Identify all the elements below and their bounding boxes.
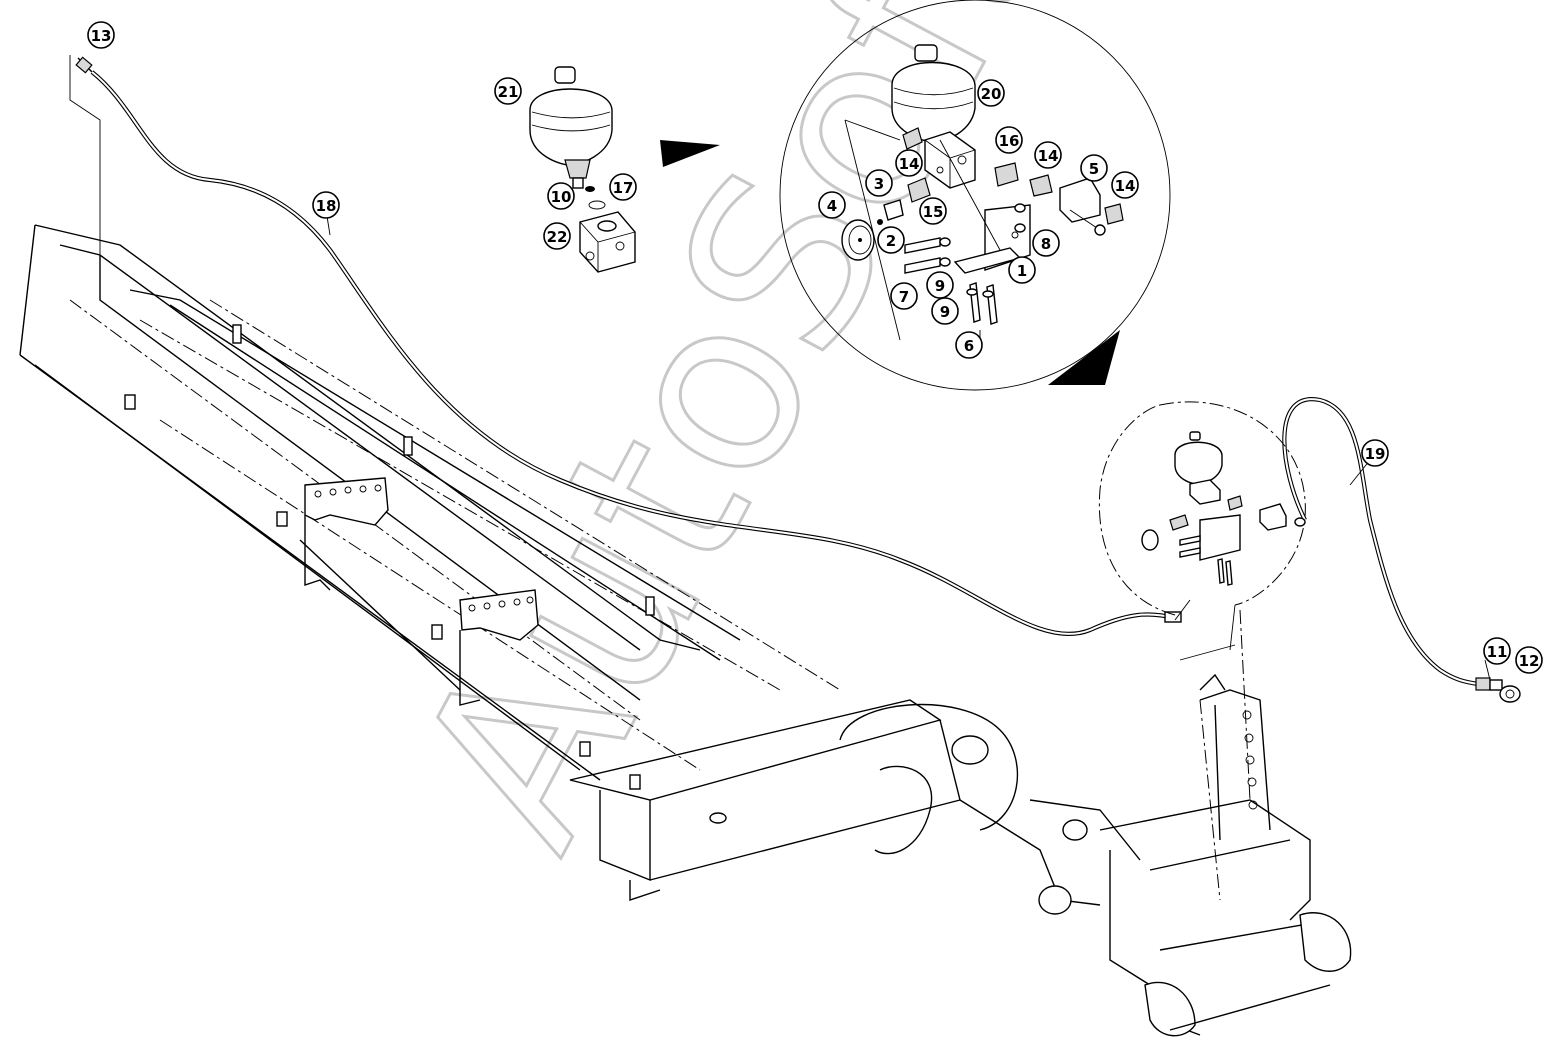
callout-circle xyxy=(995,126,1023,154)
callout-14: 14 xyxy=(895,149,923,177)
callout-circle xyxy=(547,182,575,210)
callout-14: 14 xyxy=(1034,141,1062,169)
callout-circle xyxy=(877,226,905,254)
callout-circle xyxy=(1008,256,1036,284)
callout-number: 12 xyxy=(1519,652,1540,670)
callout-circle xyxy=(1034,141,1062,169)
callout-circle xyxy=(977,79,1005,107)
callout-number: 9 xyxy=(940,303,950,321)
callout-number: 3 xyxy=(874,175,884,193)
callout-number: 20 xyxy=(981,85,1002,103)
callout-17: 17 xyxy=(609,173,637,201)
callout-circle xyxy=(1080,154,1108,182)
callout-number: 13 xyxy=(91,27,112,45)
callout-circle xyxy=(1361,439,1389,467)
callout-circle xyxy=(312,191,340,219)
callout-20: 20 xyxy=(977,79,1005,107)
callout-2: 2 xyxy=(877,226,905,254)
callout-6: 6 xyxy=(955,331,983,359)
callout-number: 21 xyxy=(498,83,519,101)
callout-number: 7 xyxy=(899,288,909,306)
callout-10: 10 xyxy=(547,182,575,210)
callout-5: 5 xyxy=(1080,154,1108,182)
callout-circle xyxy=(609,173,637,201)
callout-1: 1 xyxy=(1008,256,1036,284)
callout-number: 1 xyxy=(1017,262,1027,280)
callout-number: 11 xyxy=(1487,643,1508,661)
callout-circle xyxy=(818,191,846,219)
callout-9: 9 xyxy=(931,297,959,325)
callout-number: 10 xyxy=(551,188,572,206)
callout-circle xyxy=(919,197,947,225)
callout-number: 5 xyxy=(1089,160,1099,178)
callout-circle xyxy=(1111,171,1139,199)
callout-circle xyxy=(494,77,522,105)
callout-circle xyxy=(543,222,571,250)
callout-number: 14 xyxy=(1038,147,1059,165)
callout-16: 16 xyxy=(995,126,1023,154)
leader-lines xyxy=(69,55,1491,681)
callout-8: 8 xyxy=(1032,229,1060,257)
callout-number: 6 xyxy=(964,337,974,355)
callout-number: 14 xyxy=(899,155,920,173)
callout-19: 19 xyxy=(1361,439,1389,467)
callout-circle xyxy=(955,331,983,359)
callout-number: 19 xyxy=(1365,445,1386,463)
callout-number: 2 xyxy=(886,232,896,250)
callout-circle xyxy=(1032,229,1060,257)
callout-3: 3 xyxy=(865,169,893,197)
detail-view xyxy=(779,0,1171,391)
hose-19 xyxy=(1282,397,1521,703)
callout-circle xyxy=(931,297,959,325)
callout-circle xyxy=(1515,646,1543,674)
callout-number: 8 xyxy=(1041,235,1051,253)
callout-13: 13 xyxy=(87,21,115,49)
callout-circle xyxy=(895,149,923,177)
callout-number: 22 xyxy=(547,228,568,246)
main-frame xyxy=(19,224,1352,1037)
callout-14: 14 xyxy=(1111,171,1139,199)
callout-circle xyxy=(87,21,115,49)
callout-15: 15 xyxy=(919,197,947,225)
callout-circle xyxy=(926,271,954,299)
callout-number: 4 xyxy=(827,197,837,215)
callout-number: 15 xyxy=(923,203,944,221)
callout-4: 4 xyxy=(818,191,846,219)
callout-number: 18 xyxy=(316,197,337,215)
callout-number: 16 xyxy=(999,132,1020,150)
callout-22: 22 xyxy=(543,222,571,250)
callout-number: 14 xyxy=(1115,177,1136,195)
hose-18 xyxy=(75,56,1182,637)
direction-arrow xyxy=(660,140,720,167)
callout-11: 11 xyxy=(1483,637,1511,665)
callout-circle xyxy=(1483,637,1511,665)
callout-12: 12 xyxy=(1515,646,1543,674)
callout-number: 17 xyxy=(613,179,634,197)
callout-21: 21 xyxy=(494,77,522,105)
callout-18: 18 xyxy=(312,191,340,219)
callout-7: 7 xyxy=(890,282,918,310)
detail-view-small xyxy=(1098,401,1306,661)
callout-number: 9 xyxy=(935,277,945,295)
callout-9: 9 xyxy=(926,271,954,299)
callout-circle xyxy=(865,169,893,197)
callout-circle xyxy=(890,282,918,310)
accumulator-21 xyxy=(529,66,636,273)
